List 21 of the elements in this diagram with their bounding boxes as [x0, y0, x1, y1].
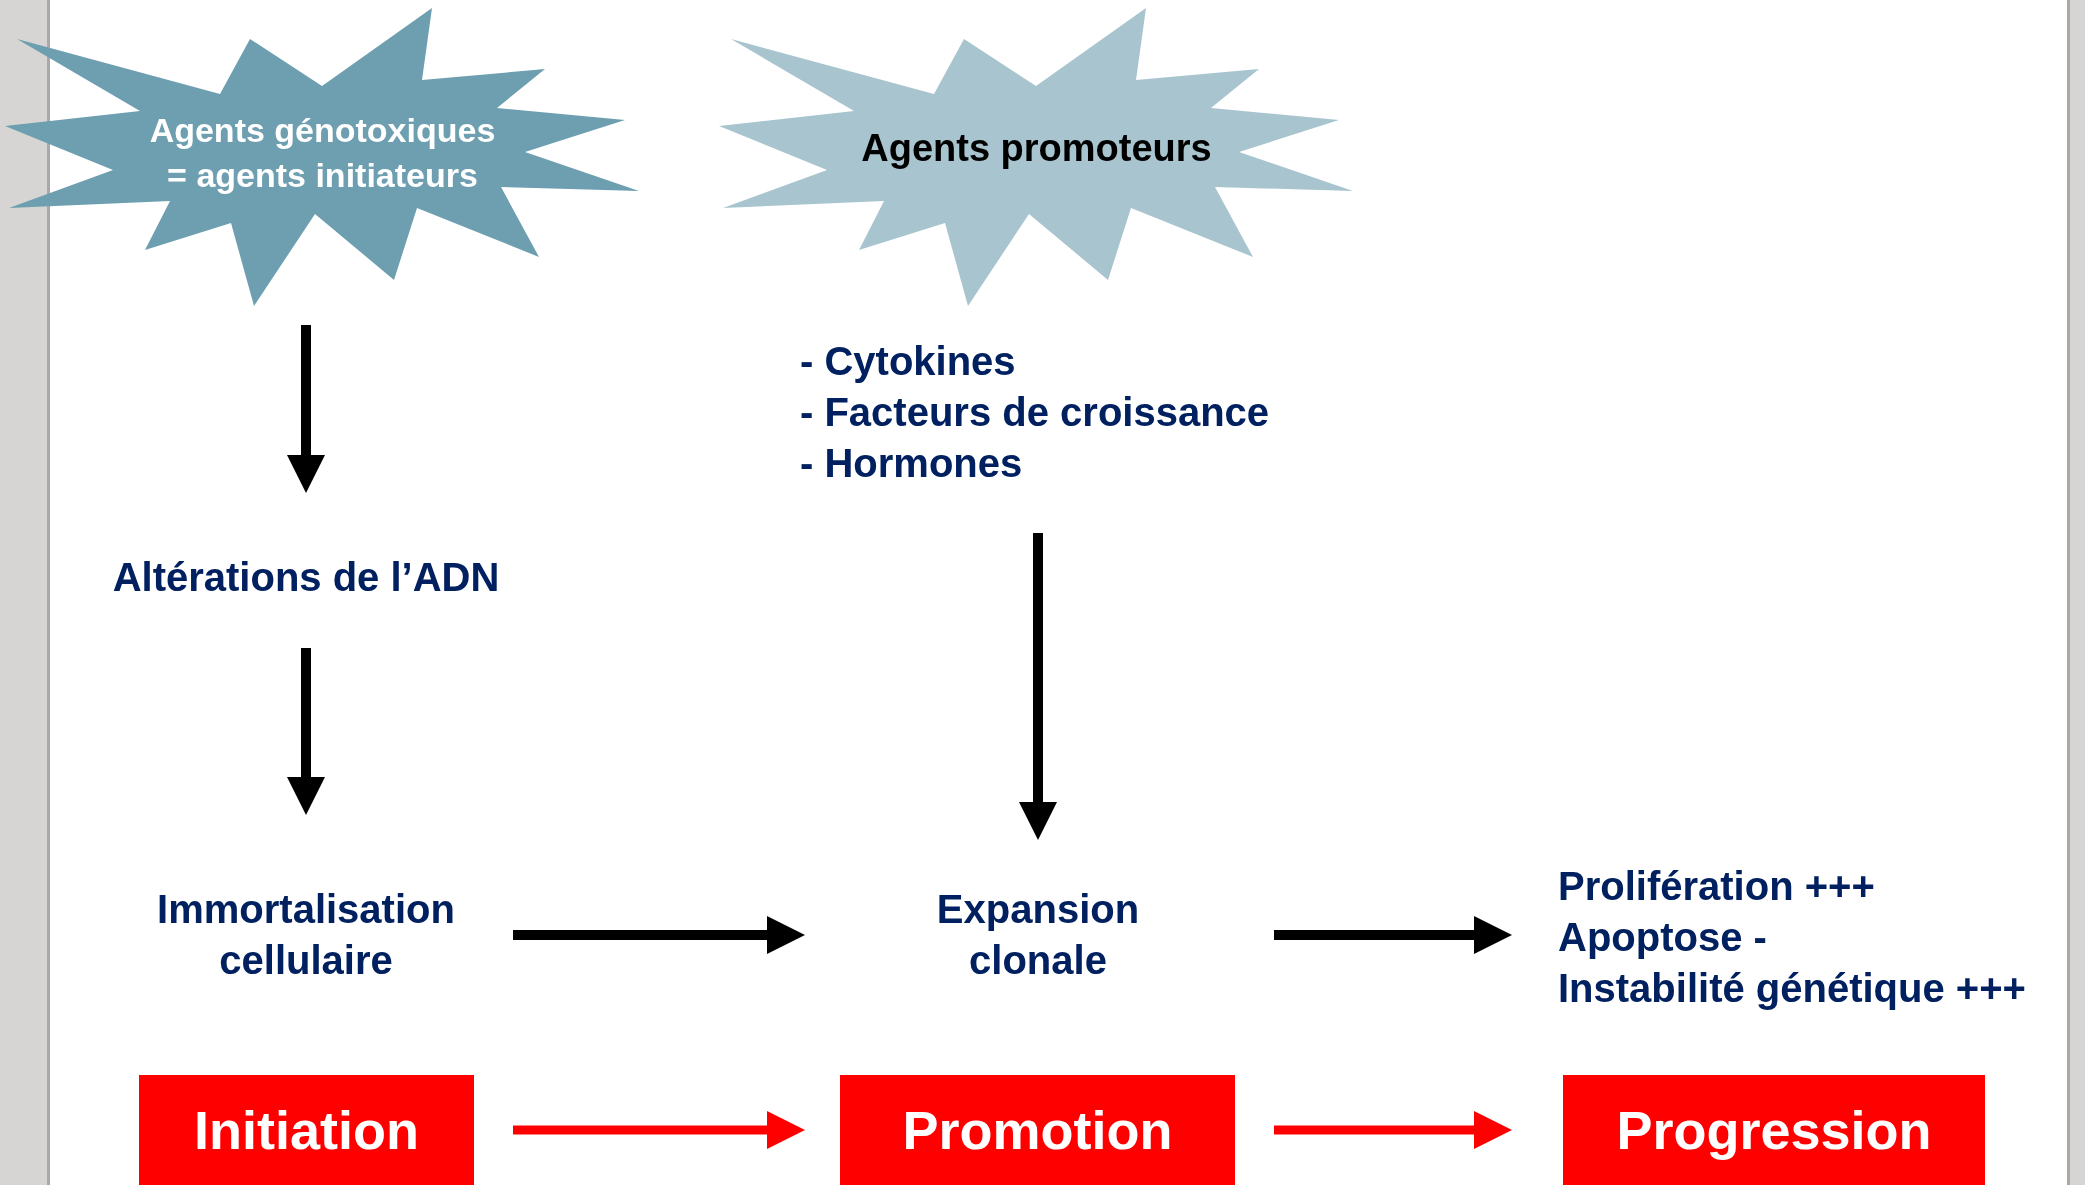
arrow [1274, 1111, 1512, 1149]
arrow [287, 325, 325, 493]
list-item: Instabilité génétique +++ [1558, 964, 2027, 1012]
step-label: Altérations de l’ADN [90, 550, 522, 605]
list-item: - Facteurs de croissance [800, 389, 1271, 436]
list-item: - Hormones [800, 440, 1024, 487]
step-label: Immortalisation cellulaire [130, 880, 482, 990]
arrow [287, 648, 325, 815]
step-label: Expansion clonale [920, 880, 1156, 990]
stage-box: Initiation [139, 1075, 474, 1185]
arrow [513, 916, 805, 954]
list-item: Apoptose - [1558, 913, 1768, 961]
arrow [1019, 533, 1057, 840]
burst-label: Agents génotoxiques = agents initiateurs [148, 110, 497, 196]
burst-label: Agents promoteurs [861, 126, 1212, 171]
stage-box: Progression [1563, 1075, 1985, 1185]
arrow [513, 1111, 805, 1149]
arrow [1274, 916, 1512, 954]
stage-box: Promotion [840, 1075, 1235, 1185]
list-item: - Cytokines [800, 338, 1017, 385]
list-item: Prolifération +++ [1558, 862, 1876, 910]
